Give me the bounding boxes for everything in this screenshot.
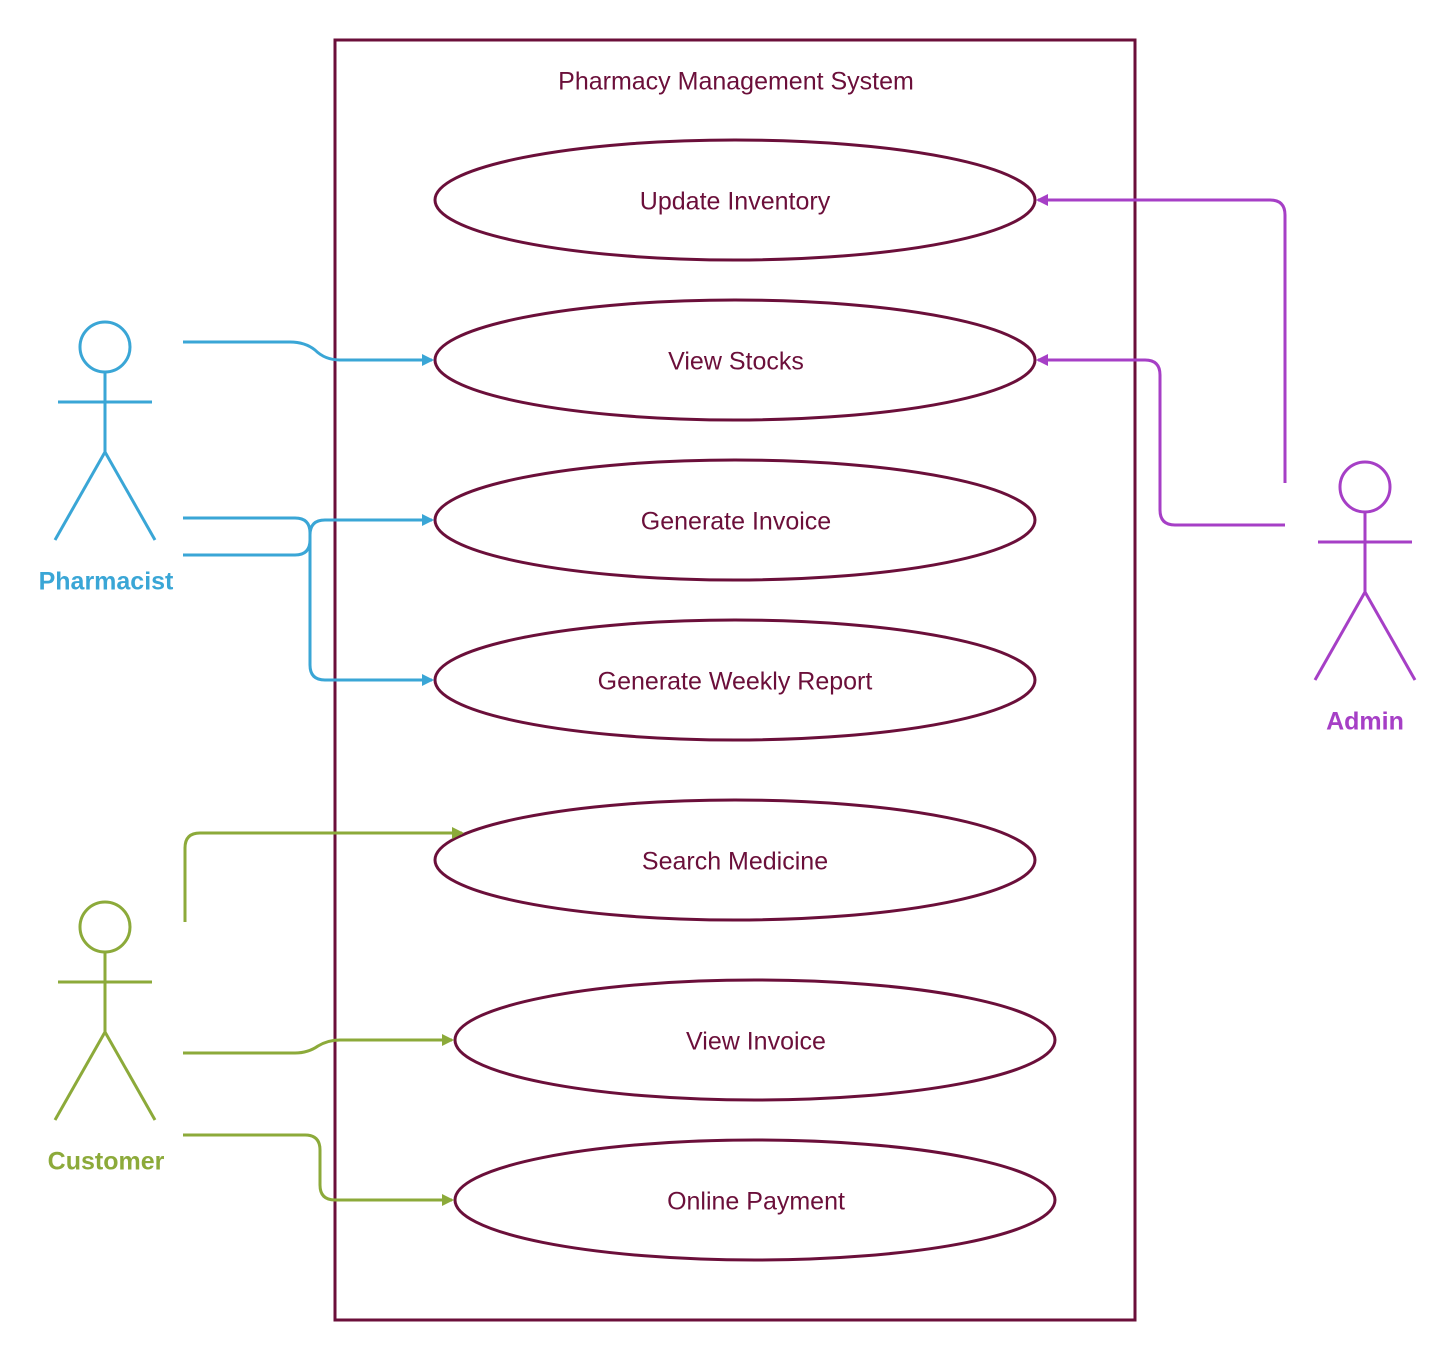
use-case-label: Update Inventory [640, 188, 831, 216]
actor-label-customer: Customer [48, 1148, 165, 1176]
use-case-label: View Stocks [668, 348, 804, 376]
actor-label-pharmacist: Pharmacist [39, 568, 174, 596]
association-pharmacist-generate-weekly-report [183, 516, 434, 686]
system-title: Pharmacy Management System [558, 68, 914, 96]
use-case-search-medicine[interactable]: Search Medicine [433, 798, 1037, 922]
use-case-label: View Invoice [686, 1028, 826, 1056]
association-customer-view-invoice [183, 1034, 454, 1055]
use-case-update-inventory[interactable]: Update Inventory [433, 138, 1037, 262]
actor-label-admin: Admin [1326, 708, 1404, 736]
association-admin-view-stocks [1036, 354, 1285, 527]
use-case-view-stocks[interactable]: View Stocks [433, 298, 1037, 422]
use-case-label: Generate Weekly Report [598, 668, 873, 696]
use-case-label: Search Medicine [642, 848, 828, 876]
association-customer-online-payment [183, 1133, 454, 1206]
actor-admin[interactable] [1313, 460, 1417, 681]
use-case-label: Generate Invoice [641, 508, 831, 536]
association-admin-update-inventory [1036, 194, 1287, 483]
association-pharmacist-view-stocks [183, 340, 434, 366]
association-customer-search-medicine [183, 827, 464, 922]
actor-pharmacist[interactable] [53, 320, 157, 541]
use-case-label: Online Payment [667, 1188, 845, 1216]
use-case-generate-weekly-report[interactable]: Generate Weekly Report [433, 618, 1037, 742]
actor-customer[interactable] [53, 900, 157, 1121]
use-case-view-invoice[interactable]: View Invoice [453, 978, 1057, 1102]
actor-head-icon [78, 900, 132, 954]
use-case-generate-invoice[interactable]: Generate Invoice [433, 458, 1037, 582]
use-case-online-payment[interactable]: Online Payment [453, 1138, 1057, 1262]
actor-head-icon [78, 320, 132, 374]
actor-head-icon [1338, 460, 1392, 514]
